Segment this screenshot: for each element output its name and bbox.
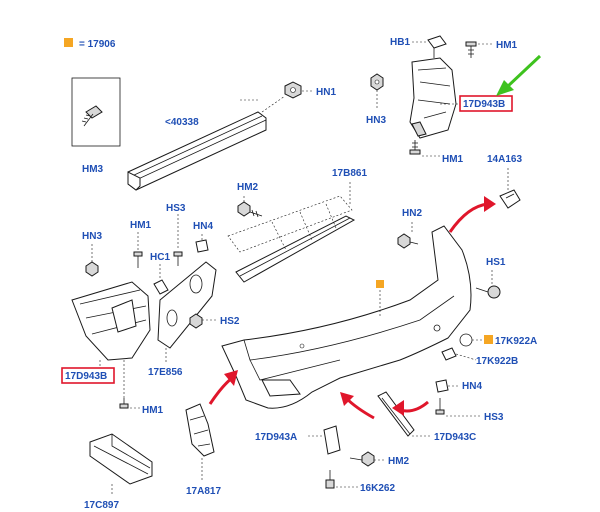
label-hb1: HB1	[390, 37, 410, 48]
leader-17k922b	[455, 353, 477, 361]
hn3-nut-right-icon	[370, 73, 384, 91]
rear-bumper-cover	[221, 225, 472, 409]
label-hs3-right: HS3	[484, 412, 504, 423]
label-14a163: 14A163	[487, 154, 522, 165]
label-17d943b-right: 17D943B	[463, 99, 505, 110]
sensor-connector-icon	[499, 189, 521, 209]
orange-marker-17k922a	[484, 335, 493, 344]
label-17d943c: 17D943C	[434, 432, 476, 443]
hn1-nut-icon	[284, 81, 302, 99]
hs1-stud-icon	[475, 285, 501, 299]
label-17d943b-left: 17D943B	[65, 371, 107, 382]
bumper-reinforcement-beam	[127, 99, 267, 191]
label-17b861: 17B861	[332, 168, 367, 179]
hs2-screw-icon	[189, 313, 203, 329]
bracket-17d943b-right	[409, 57, 457, 139]
sensor-17k922b-icon	[441, 347, 457, 361]
leader-beam-nut	[261, 95, 286, 113]
label-16k262: 16K262	[360, 483, 395, 494]
label-hs3-left: HS3	[166, 203, 186, 214]
bracket-17c897	[89, 433, 153, 485]
label-hn3-left: HN3	[82, 231, 102, 242]
label-hn4-right: HN4	[462, 381, 482, 392]
red-arrow-lower-right-icon	[392, 400, 429, 416]
clip-16k262-icon	[325, 470, 335, 489]
hn2-screw-icon	[397, 233, 419, 249]
hm3-screw-icon	[71, 77, 121, 147]
label-hn2: HN2	[402, 208, 422, 219]
bracket-17a817	[185, 403, 215, 457]
bracket-17d943b-left	[71, 281, 151, 361]
label-hm1-bottom: HM1	[142, 405, 164, 416]
label-17e856: 17E856	[148, 367, 183, 378]
panel-17e856	[157, 261, 217, 349]
hm1-screw-bottom-icon	[119, 398, 129, 409]
red-arrow-left-icon	[208, 370, 238, 405]
hn4-clip-right-icon	[435, 379, 449, 393]
label-17k922b: 17K922B	[476, 356, 518, 367]
bracket-17d943c	[377, 391, 415, 437]
highlight-box-17d943b-left	[61, 367, 115, 384]
legend-text: = 17906	[79, 39, 116, 50]
label-17c897: 17C897	[84, 500, 119, 511]
label-hs2: HS2	[220, 316, 240, 327]
hs3-screw-right-icon	[435, 398, 445, 415]
hn4-clip-left-icon	[195, 239, 209, 253]
label-hc1: HC1	[150, 252, 170, 263]
energy-absorber-17b861	[227, 195, 356, 283]
green-arrow-icon	[496, 54, 542, 96]
hc1-clip-icon	[153, 279, 169, 295]
hm2-screw-bottom-icon	[349, 451, 375, 467]
label-hn3-right: HN3	[366, 115, 386, 126]
red-arrow-lower-mid-icon	[340, 392, 375, 420]
label-17d943a: 17D943A	[255, 432, 297, 443]
hm1-screw-top-icon	[465, 41, 477, 58]
label-hn4-left: HN4	[193, 221, 213, 232]
label-hm2-bottom: HM2	[388, 456, 410, 467]
red-arrow-upper-icon	[448, 196, 496, 233]
hn3-nut-left-icon	[85, 261, 99, 277]
label-hm3: HM3	[82, 164, 104, 175]
label-hm2-mid: HM2	[237, 182, 259, 193]
hb1-clip-icon	[427, 35, 447, 58]
label-hn1-top: HN1	[316, 87, 336, 98]
hm1-screw-left-icon	[133, 251, 143, 268]
label-hm1-right: HM1	[442, 154, 464, 165]
sensor-ring-icon	[459, 333, 473, 347]
label-hs1: HS1	[486, 257, 506, 268]
hm1-screw-right-icon	[409, 140, 421, 155]
label-17k922a: 17K922A	[495, 336, 537, 347]
label-hm1-top: HM1	[496, 40, 518, 51]
hm2-screw-mid-icon	[237, 201, 263, 218]
label-17a817: 17A817	[186, 486, 221, 497]
bracket-17d943a	[323, 425, 341, 455]
highlight-box-17d943b-right	[459, 95, 513, 112]
bumper-orange-marker	[376, 280, 384, 288]
legend-color-marker	[64, 38, 73, 47]
hs3-screw-left-icon	[173, 251, 183, 266]
label-hm1-left: HM1	[130, 220, 152, 231]
label-40338: <40338	[165, 117, 199, 128]
